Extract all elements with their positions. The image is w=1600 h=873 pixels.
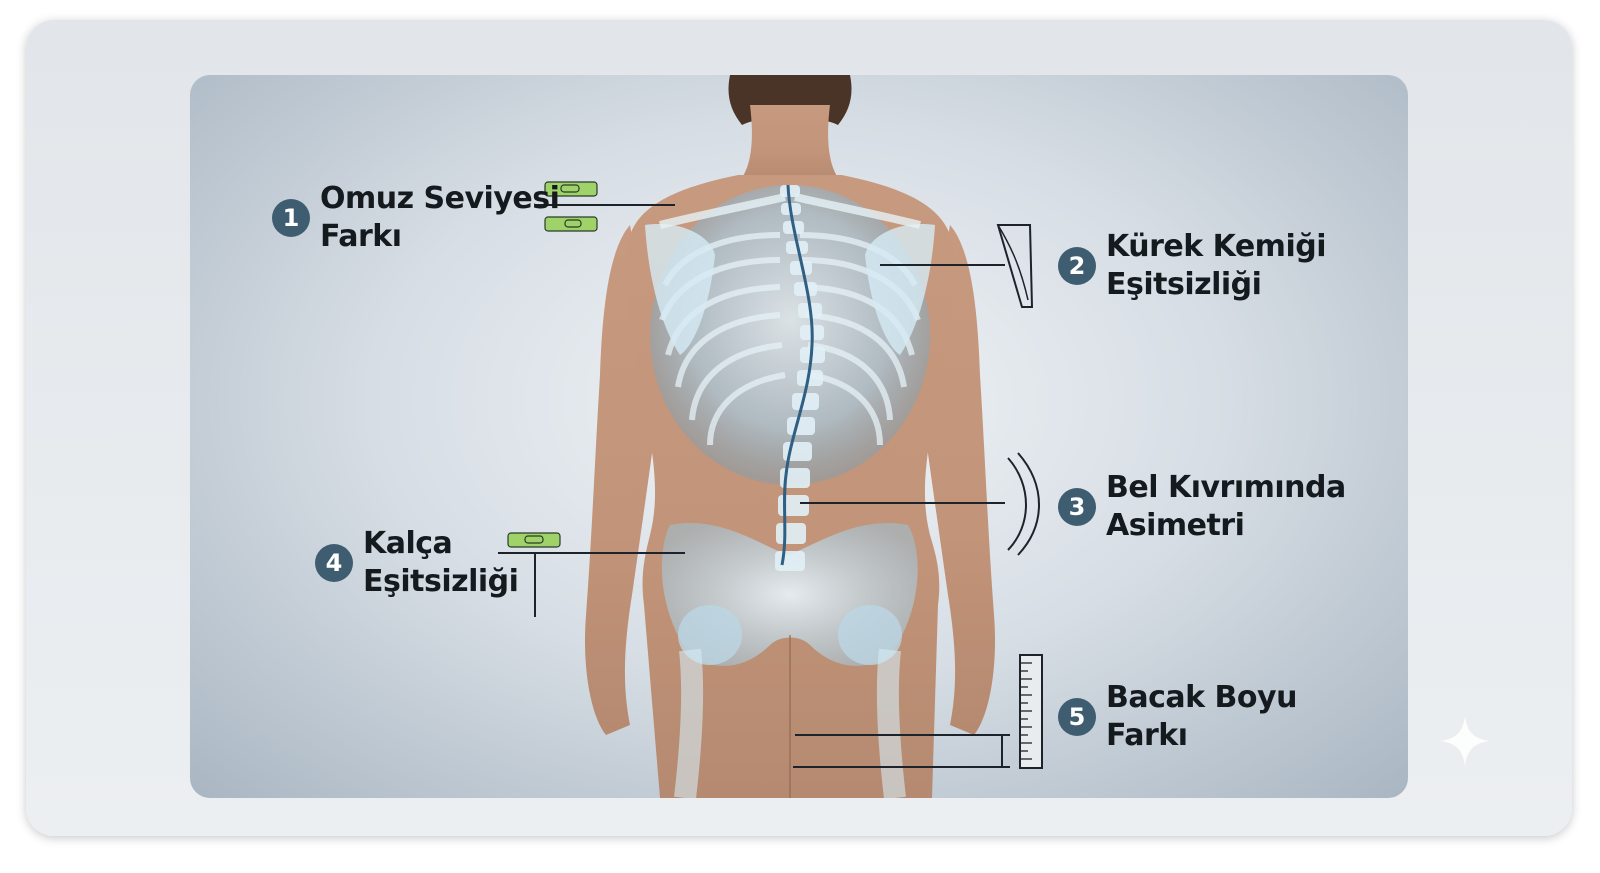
left-scapula xyxy=(645,224,715,355)
callout-label-line2: Asimetri xyxy=(1106,508,1245,543)
callout-number-badge: 2 xyxy=(1058,247,1096,285)
body-figure xyxy=(498,75,1043,798)
callout-label-line2: Eşitsizliği xyxy=(363,564,519,599)
callout-hip: 4 Kalça Eşitsizliği xyxy=(315,525,519,601)
callout-label-line2: Farkı xyxy=(1106,718,1188,753)
diagram-panel: 1 Omuz Seviyesi Farkı 2 Kürek Kemiği Eşi… xyxy=(190,75,1408,798)
callout-lumbar: 3 Bel Kıvrımında Asimetri xyxy=(1058,469,1346,545)
callout-label-line2: Eşitsizliği xyxy=(1106,267,1262,302)
callout-number-badge: 4 xyxy=(315,544,353,582)
callout-leg-length: 5 Bacak Boyu Farkı xyxy=(1058,679,1297,755)
callout-scapula: 2 Kürek Kemiği Eşitsizliği xyxy=(1058,228,1326,304)
level-icon xyxy=(544,181,598,232)
callout-number-badge: 1 xyxy=(272,199,310,237)
callout-label-line1: Omuz Seviyesi xyxy=(320,181,560,216)
ruler-icon xyxy=(1019,654,1043,769)
callout-label-line1: Kalça xyxy=(363,526,453,561)
callout-label: Bel Kıvrımında Asimetri xyxy=(1106,469,1346,545)
scapula-icon xyxy=(996,224,1034,308)
callout-label: Omuz Seviyesi Farkı xyxy=(320,180,560,256)
callout-label-line2: Farkı xyxy=(320,219,402,254)
curve-brackets-icon xyxy=(1007,452,1040,556)
neck xyxy=(738,105,842,183)
hip-level-icon xyxy=(507,532,561,548)
spine-curve-line xyxy=(780,184,814,566)
callout-label: Bacak Boyu Farkı xyxy=(1106,679,1297,755)
callout-number-badge: 3 xyxy=(1058,488,1096,526)
callout-number-badge: 5 xyxy=(1058,698,1096,736)
callout-label: Kalça Eşitsizliği xyxy=(363,525,519,601)
callout-label-line1: Bel Kıvrımında xyxy=(1106,470,1346,505)
callout-label: Kürek Kemiği Eşitsizliği xyxy=(1106,228,1326,304)
callout-label-line1: Kürek Kemiği xyxy=(1106,229,1326,264)
callout-label-line1: Bacak Boyu xyxy=(1106,680,1297,715)
callout-shoulder: 1 Omuz Seviyesi Farkı xyxy=(272,180,560,256)
right-scapula xyxy=(865,224,935,355)
sparkle-icon xyxy=(1440,716,1490,766)
